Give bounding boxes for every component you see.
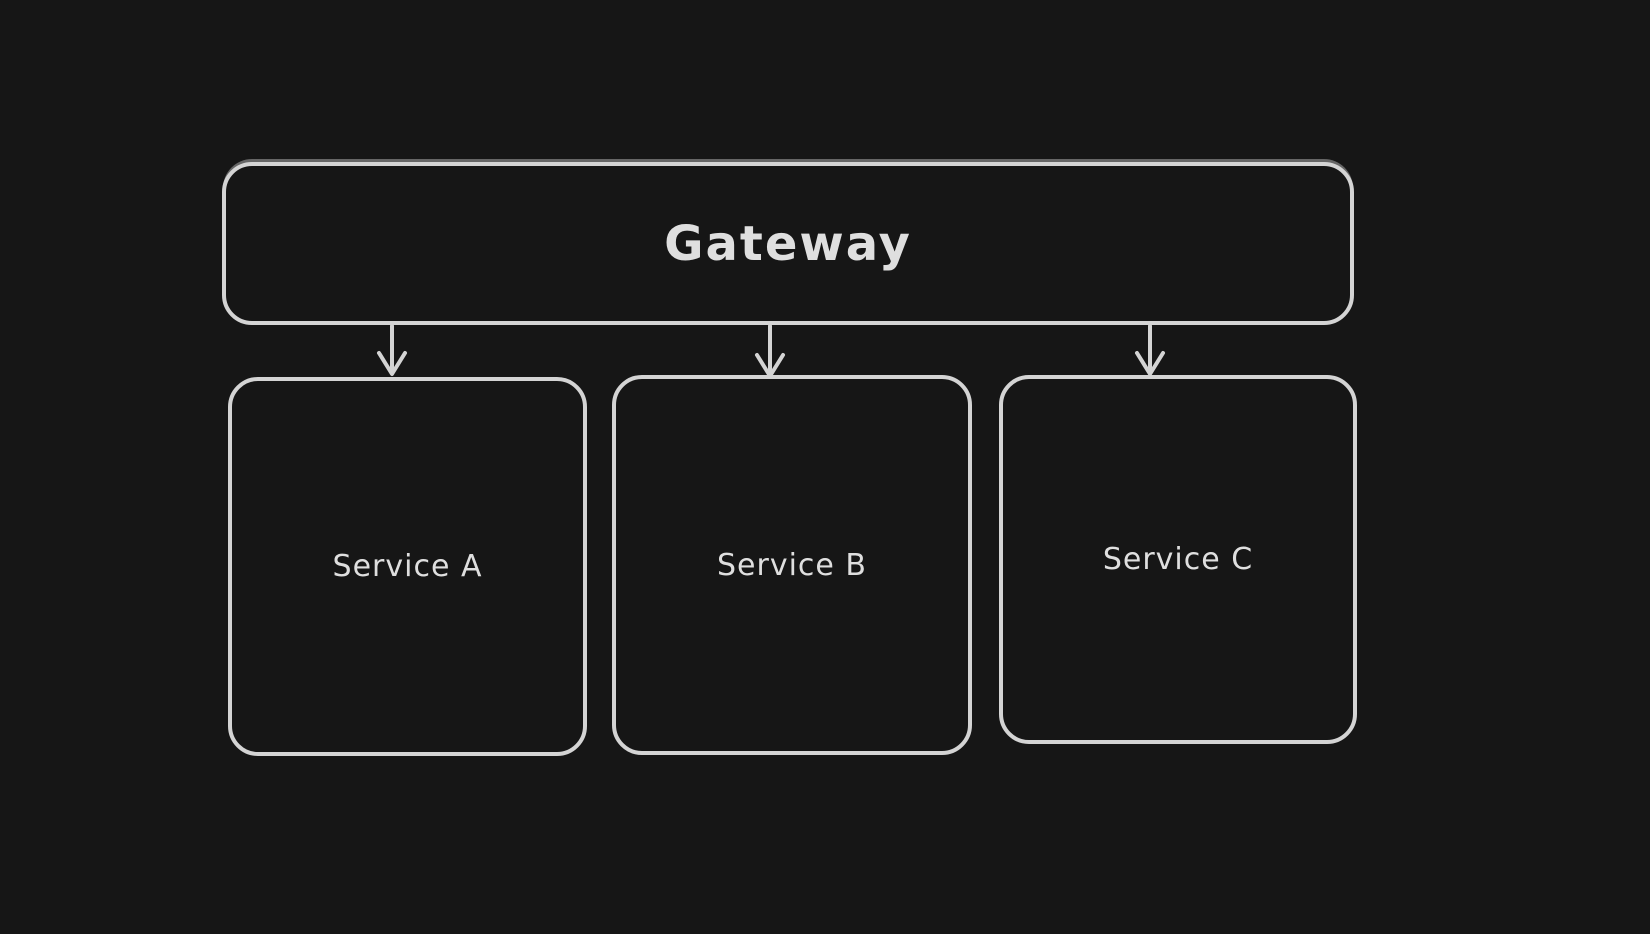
- service-c-label: Service C: [1102, 542, 1254, 577]
- arrow-gateway-to-service-c[interactable]: [1135, 324, 1165, 376]
- service-a-node[interactable]: Service A: [228, 377, 587, 756]
- arrow-gateway-to-service-b[interactable]: [755, 324, 785, 378]
- gateway-node[interactable]: Gateway: [222, 162, 1354, 325]
- arrow-gateway-to-service-a[interactable]: [377, 324, 407, 376]
- service-a-label: Service A: [332, 549, 483, 584]
- service-c-node[interactable]: Service C: [999, 375, 1357, 744]
- service-b-node[interactable]: Service B: [612, 375, 972, 755]
- gateway-label: Gateway: [664, 215, 912, 272]
- service-b-label: Service B: [717, 547, 867, 583]
